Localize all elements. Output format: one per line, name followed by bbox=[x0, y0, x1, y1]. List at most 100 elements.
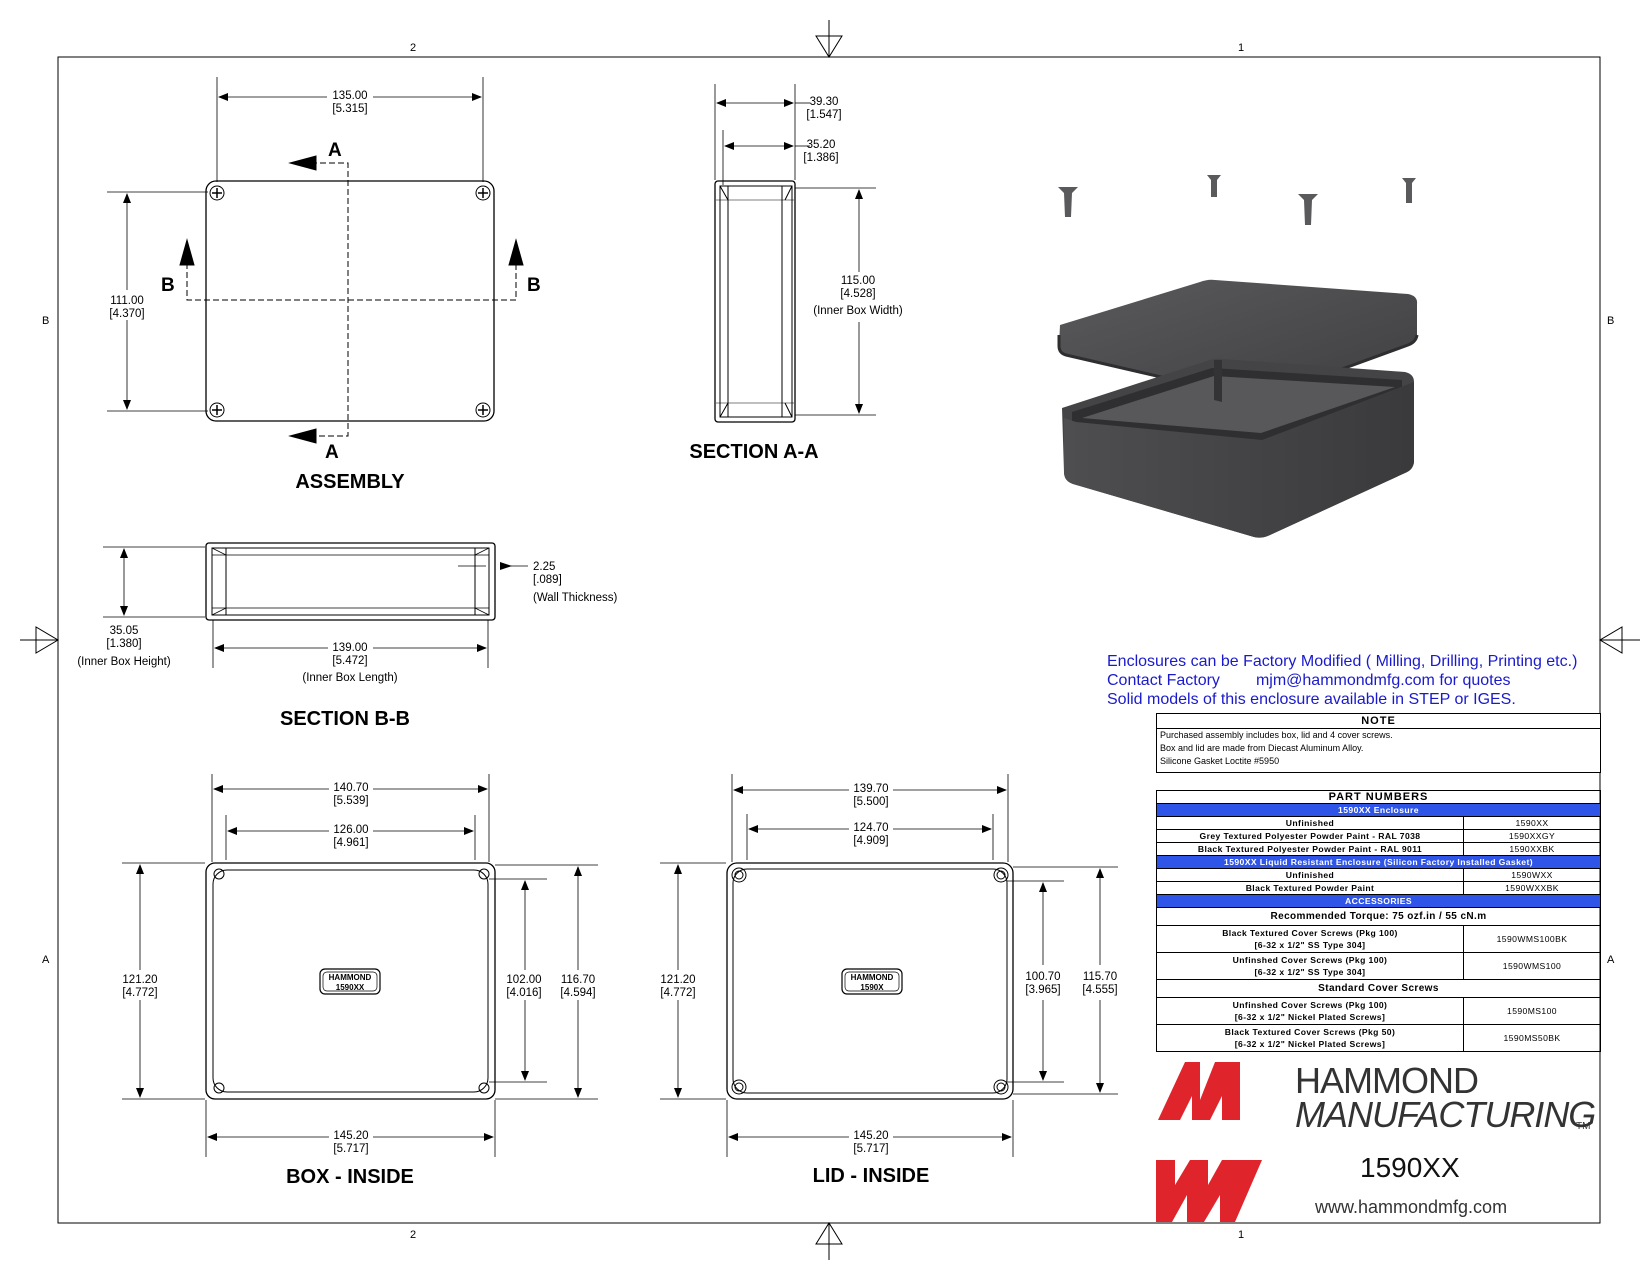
box-inside-title: BOX - INSIDE bbox=[286, 1166, 414, 1188]
parts-lr-black-pn: 1590WXXBK bbox=[1463, 881, 1601, 895]
table-row: Black Textured Cover Screws (Pkg 100)[6-… bbox=[1156, 925, 1601, 953]
parts-grey-desc: Grey Textured Polyester Powder Paint - R… bbox=[1156, 829, 1464, 843]
parts-screw3-desc: Unfinshed Cover Screws (Pkg 100)[6-32 x … bbox=[1156, 997, 1464, 1025]
section-bb-height-in: [1.380] bbox=[106, 638, 141, 650]
notes-line3: Solid models of this enclosure available… bbox=[1107, 691, 1516, 708]
assembly-outline bbox=[205, 180, 495, 422]
box-inside-top1-mm: 140.70 bbox=[333, 782, 368, 794]
assembly-cut-label-a-bottom: A bbox=[325, 442, 339, 463]
table-row: Black Textured Cover Screws (Pkg 50)[6-3… bbox=[1156, 1024, 1601, 1052]
parts-heading: PART NUMBERS bbox=[1156, 790, 1601, 804]
box-inside-right2-in: [4.594] bbox=[560, 987, 595, 999]
box-inside-top2-mm: 126.00 bbox=[333, 824, 368, 836]
lid-inside-top2-in: [4.909] bbox=[853, 835, 888, 847]
lid-inside-right2-mm: 115.70 bbox=[1083, 971, 1117, 983]
assembly-cut-label-b-right: B bbox=[527, 275, 541, 296]
parts-screw3-pn: 1590MS100 bbox=[1463, 997, 1601, 1025]
parts-black-pn: 1590XXBK bbox=[1463, 842, 1601, 856]
parts-torque: Recommended Torque: 75 ozf.in / 55 cN.m bbox=[1156, 907, 1601, 926]
section-aa-outer-in: [1.547] bbox=[806, 109, 841, 121]
parts-screw1-line2: [6-32 x 1/2" SS Type 304] bbox=[1254, 940, 1366, 950]
lid-inside-right1-in: [3.965] bbox=[1025, 984, 1060, 996]
lid-inside-view: HAMMOND 1590X 139.70 [5.500] 124.70 [4.9… bbox=[660, 774, 1118, 1187]
hammond-logo-mark bbox=[1156, 1062, 1262, 1222]
parts-screw3-line2: [6-32 x 1/2" Nickel Plated Screws] bbox=[1234, 1012, 1386, 1022]
brand-name-line1: HAMMOND bbox=[1295, 1060, 1479, 1101]
zone-label-rowB-left: B bbox=[42, 315, 49, 327]
section-bb-title: SECTION B-B bbox=[280, 708, 410, 730]
note-line-2: Box and lid are made from Diecast Alumin… bbox=[1160, 743, 1364, 753]
trademark-mark: TM bbox=[1576, 1121, 1591, 1132]
parts-screw4-pn: 1590MS50BK bbox=[1463, 1024, 1601, 1052]
assembly-screw-heads bbox=[209, 185, 491, 418]
notes-email-link[interactable]: mjm@hammondmfg.com for quotes bbox=[1255, 672, 1511, 689]
website-link[interactable]: www.hammondmfg.com bbox=[1315, 1197, 1508, 1217]
box-inside-top1-in: [5.539] bbox=[333, 795, 368, 807]
assembly-height-mm: 111.00 bbox=[110, 295, 143, 307]
box-inside-left-mm: 121.20 bbox=[122, 974, 157, 986]
section-aa-inner-in: [1.386] bbox=[803, 152, 838, 164]
section-bb-wall-mm: 2.25 bbox=[533, 561, 555, 573]
section-bb-wall-in: [.089] bbox=[533, 574, 562, 586]
box-inside-view: HAMMOND 1590XX 140.70 [5.539] 126.00 [4.… bbox=[122, 774, 598, 1188]
parts-lr-unfinished-desc: Unfinished bbox=[1156, 868, 1464, 882]
note-heading: NOTE bbox=[1157, 714, 1600, 729]
zone-label-rowB-right: B bbox=[1607, 315, 1614, 327]
section-bb-length-mm: 139.00 bbox=[332, 642, 367, 654]
section-aa-outer-mm: 39.30 bbox=[810, 96, 839, 108]
section-aa-width-note: (Inner Box Width) bbox=[813, 305, 903, 317]
brand-name-line2: MANUFACTURING bbox=[1295, 1094, 1596, 1135]
zone-label-col1-bottom: 1 bbox=[1238, 1229, 1244, 1241]
centering-marks bbox=[20, 20, 1640, 1260]
table-row: Unfinshed Cover Screws (Pkg 100)[6-32 x … bbox=[1156, 952, 1601, 980]
parts-black-desc: Black Textured Polyester Powder Paint - … bbox=[1156, 842, 1464, 856]
notes-line1: Enclosures can be Factory Modified ( Mil… bbox=[1107, 653, 1578, 670]
note-box: NOTE Purchased assembly includes box, li… bbox=[1156, 713, 1601, 773]
exploded-3d-render bbox=[1057, 175, 1419, 538]
title-part-number: 1590XX bbox=[1360, 1152, 1460, 1183]
parts-screw2-desc: Unfinshed Cover Screws (Pkg 100)[6-32 x … bbox=[1156, 952, 1464, 980]
section-bb-height-mm: 35.05 bbox=[110, 625, 139, 637]
box-inside-bottom-mm: 145.20 bbox=[333, 1130, 368, 1142]
box-inside-top2-in: [4.961] bbox=[333, 837, 368, 849]
lid-inside-top1-mm: 139.70 bbox=[853, 783, 888, 795]
box-inside-left-in: [4.772] bbox=[122, 987, 157, 999]
lid-inside-right2-in: [4.555] bbox=[1082, 984, 1117, 996]
lid-inside-bottom-in: [5.717] bbox=[853, 1143, 888, 1155]
section-aa-width-mm: 115.00 bbox=[841, 275, 875, 287]
lid-inside-left-mm: 121.20 bbox=[660, 974, 695, 986]
assembly-width-mm: 135.00 bbox=[332, 90, 367, 102]
cover-screws-render bbox=[1058, 175, 1416, 225]
section-bb-height-note: (Inner Box Height) bbox=[77, 656, 170, 668]
lid-inside-top1-in: [5.500] bbox=[853, 796, 888, 808]
box-inside-label-line1: HAMMOND bbox=[329, 973, 372, 982]
section-bb-length-note: (Inner Box Length) bbox=[302, 672, 397, 684]
table-row: Unfinshed Cover Screws (Pkg 100)[6-32 x … bbox=[1156, 997, 1601, 1025]
part-numbers-table: PART NUMBERS 1590XX Enclosure Unfinished… bbox=[1156, 790, 1601, 1052]
box-inside-bottom-in: [5.717] bbox=[333, 1143, 368, 1155]
parts-screw4-line2: [6-32 x 1/2" Nickel Plated Screws] bbox=[1234, 1039, 1386, 1049]
assembly-width-in: [5.315] bbox=[332, 103, 367, 115]
section-bb-view: 35.05 [1.380] (Inner Box Height) 139.00 … bbox=[77, 542, 618, 730]
assembly-view: A A B B 135.00 [5.315] 111.00 [4.370] AS… bbox=[107, 77, 541, 493]
parts-grey-pn: 1590XXGY bbox=[1463, 829, 1601, 843]
parts-unfinished-pn: 1590XX bbox=[1463, 816, 1601, 830]
section-bb-wall-note: (Wall Thickness) bbox=[533, 592, 618, 604]
lid-inside-label-line2: 1590X bbox=[860, 983, 884, 992]
lid-inside-bottom-mm: 145.20 bbox=[853, 1130, 888, 1142]
parts-screw1-pn: 1590WMS100BK bbox=[1463, 925, 1601, 953]
zone-label-rowA-right: A bbox=[1607, 954, 1615, 966]
table-row: Black Textured Polyester Powder Paint - … bbox=[1156, 842, 1601, 856]
parts-lr-unfinished-pn: 1590WXX bbox=[1463, 868, 1601, 882]
lid-inside-label-line1: HAMMOND bbox=[851, 973, 894, 982]
parts-lr-black-desc: Black Textured Powder Paint bbox=[1156, 881, 1464, 895]
assembly-cut-label-b-left: B bbox=[161, 275, 175, 296]
section-aa-view: 39.30 [1.547] 35.20 [1.386] 115.00 [4.52… bbox=[689, 84, 903, 463]
zone-label-rowA-left: A bbox=[42, 954, 50, 966]
section-aa-title: SECTION A-A bbox=[689, 441, 818, 463]
parts-standard-header: Standard Cover Screws bbox=[1156, 979, 1601, 998]
